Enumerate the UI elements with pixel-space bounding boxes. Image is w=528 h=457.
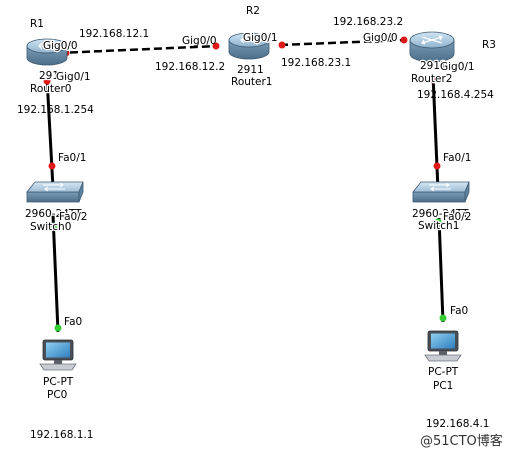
- switch1[interactable]: [412, 181, 470, 203]
- switch1-port-up: Fa0/1: [443, 152, 471, 164]
- switch0-port-down: Fa0/2: [59, 211, 87, 223]
- switch1-name: Switch1: [418, 220, 459, 232]
- link-r3-sw1: [431, 74, 440, 191]
- status-dot-r2-g00: [212, 42, 220, 50]
- router0-model: 2911: [39, 70, 66, 82]
- pc1[interactable]: [424, 330, 462, 362]
- router2-model: 2911: [420, 60, 447, 72]
- router2-name: Router2: [411, 73, 452, 85]
- pc1-name: PC1: [433, 380, 453, 392]
- router2-port-left: Gig0/0: [363, 32, 398, 44]
- pc0-name: PC0: [47, 389, 67, 401]
- switch0-name: Switch0: [30, 221, 71, 233]
- switch1-port-down: Fa0/2: [443, 211, 471, 223]
- r2-g00-ip: 192.168.12.2: [155, 61, 225, 73]
- router1-port-left: Gig0/0: [182, 35, 217, 47]
- status-dot-r1-g01: [43, 77, 51, 85]
- r1-g01-ip: 192.168.1.254: [17, 104, 94, 116]
- router2-port-down: Gig0/1: [440, 61, 475, 73]
- status-dot-sw1-fa01: [433, 162, 441, 170]
- watermark: @51CTO博客: [420, 433, 503, 449]
- status-dot-r2-g01: [278, 41, 286, 49]
- link-r1-sw0: [45, 77, 55, 189]
- pc0-port: Fa0: [64, 316, 82, 328]
- r3-g00-ip: 192.168.23.2: [333, 16, 403, 28]
- status-dot-sw1-fa02: [434, 218, 442, 226]
- router0-port-left: Gig0/0: [43, 40, 78, 52]
- router0[interactable]: [26, 38, 68, 66]
- r2-g01-ip: 192.168.23.1: [281, 57, 351, 69]
- router1-tag: R2: [246, 5, 260, 17]
- router1-name: Router1: [231, 76, 272, 88]
- router0-name: Router0: [30, 83, 71, 95]
- switch0-port-up: Fa0/1: [58, 152, 86, 164]
- status-dot-r3-g01: [429, 76, 437, 84]
- pc0-ip: 192.168.1.1: [30, 429, 93, 441]
- link-sw0-pc0: [51, 214, 60, 333]
- router-arrows-icon: [240, 36, 258, 44]
- r1-g00-ip: 192.168.12.1: [79, 28, 149, 40]
- link-status-dots: [43, 36, 447, 332]
- switch0-model: 2960-24TT: [25, 208, 82, 220]
- pc0[interactable]: [39, 339, 77, 371]
- router0-port-down: Gig0/1: [56, 71, 91, 83]
- pc0-type: PC-PT: [43, 376, 74, 388]
- switch0[interactable]: [26, 181, 84, 203]
- status-dot-sw0-fa02: [50, 222, 58, 230]
- switch-arrows-icon: [429, 182, 451, 192]
- router2-tag: R3: [482, 39, 496, 51]
- switch-arrows-icon: [43, 182, 65, 192]
- router0-tag: R1: [30, 18, 44, 30]
- link-r1-r2: [57, 44, 219, 55]
- status-dot-pc0-fa0: [54, 324, 62, 332]
- link-r2-r3: [279, 38, 407, 47]
- r3-g01-ip: 192.168.4.254: [417, 89, 494, 101]
- router-arrows-icon: [421, 35, 443, 45]
- router-arrows-icon: [38, 42, 56, 50]
- switch1-model: 2960-24TT: [412, 208, 469, 220]
- status-dot-pc1-fa0: [439, 314, 447, 322]
- pc1-type: PC-PT: [428, 366, 459, 378]
- status-dot-r3-g00: [400, 36, 408, 44]
- router1-model: 2911: [237, 64, 264, 76]
- link-sw1-pc1: [437, 217, 445, 323]
- status-dot-sw0-fa01: [48, 162, 56, 170]
- pc1-port: Fa0: [450, 305, 468, 317]
- router1-port-right: Gig0/1: [243, 32, 278, 44]
- router1[interactable]: [228, 32, 270, 60]
- pc1-ip: 192.168.4.1: [426, 418, 489, 430]
- router2[interactable]: [409, 31, 455, 63]
